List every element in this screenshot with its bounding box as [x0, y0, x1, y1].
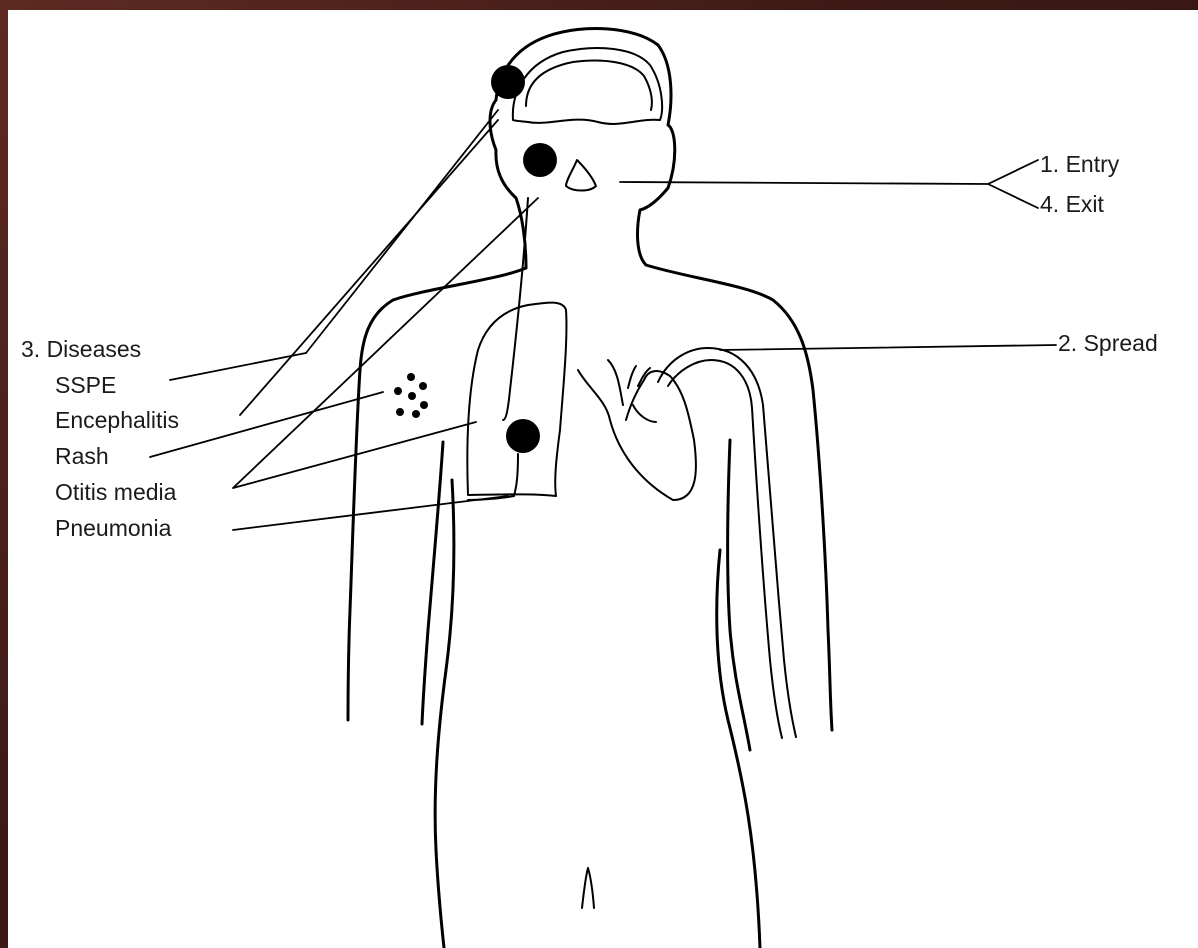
brain-outline [513, 48, 662, 124]
disease-otitis-media: Otitis media [55, 481, 176, 504]
left-arm-inner [422, 442, 443, 724]
left-waist [435, 480, 454, 948]
diseases-heading: 3. Diseases [21, 338, 141, 361]
diseases-leader [170, 353, 306, 380]
torso-right-outline [646, 265, 832, 730]
otitis-leader [233, 198, 538, 488]
right-waist [717, 550, 760, 948]
pneumonia-leader [233, 496, 508, 530]
disease-rash: Rash [55, 445, 109, 468]
navel [582, 868, 594, 908]
brain-infection-dot [491, 65, 525, 99]
heart-outline [578, 370, 696, 500]
sspe-leader [306, 110, 498, 353]
disease-pneumonia: Pneumonia [55, 517, 171, 540]
lung-infection-dot [506, 419, 540, 453]
head-outline [490, 29, 675, 268]
brain-inner [526, 61, 652, 110]
disease-sspe: SSPE [55, 374, 116, 397]
entry-label: 1. Entry [1040, 153, 1119, 176]
entry-exit-leader [620, 160, 1038, 208]
spread-leader [720, 345, 1056, 350]
encephalitis-leader [240, 120, 498, 415]
right-arm-inner [728, 440, 750, 750]
nose-outline [566, 160, 596, 191]
heart-vessels [608, 360, 656, 422]
bronchus [468, 454, 518, 500]
disease-encephalitis: Encephalitis [55, 409, 179, 432]
rash-dots [394, 373, 428, 418]
rash-leader [150, 392, 383, 457]
exit-label: 4. Exit [1040, 193, 1104, 216]
body-diagram [8, 10, 1198, 948]
diagram-canvas: 1. Entry 4. Exit 2. Spread 3. Diseases S… [8, 10, 1198, 948]
throat-infection-dot [523, 143, 557, 177]
spread-label: 2. Spread [1058, 332, 1158, 355]
